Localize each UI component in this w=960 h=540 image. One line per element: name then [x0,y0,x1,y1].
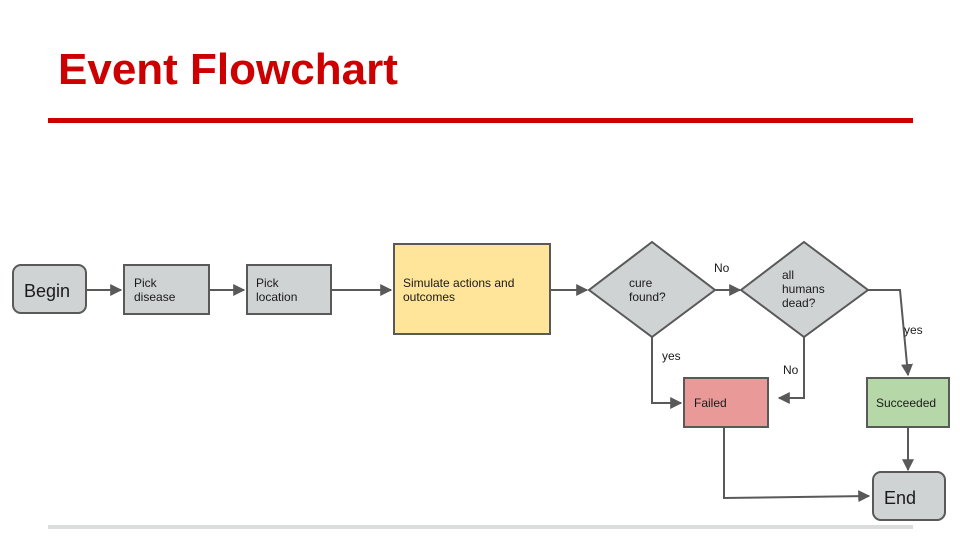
all-dead-shape [739,240,870,339]
page-title: Event Flowchart [58,45,398,94]
node-succeeded: Succeeded [866,377,950,428]
all-dead-no-label: No [783,363,799,377]
pick-disease-label-line-2: disease [134,290,176,304]
edge-all-dead-no [777,337,805,404]
edge-cure-found-yes [651,337,683,409]
node-all-dead: all humans dead? [739,240,870,339]
node-begin: Begin [12,264,87,314]
all-dead-label-line-1: all [782,268,794,282]
simulate-label-line-1: Simulate actions and [403,276,514,290]
succeeded-shape [866,377,950,428]
pick-disease-label-line-1: Pick [134,276,158,290]
title-divider [48,118,913,123]
footer-divider [48,525,913,529]
pick-location-shape [246,264,332,315]
node-cure-found: cure found? [587,240,717,339]
end-label: End [884,488,916,508]
cure-found-shape [587,240,717,339]
node-pick-location: Pick location [246,264,332,315]
succeeded-label: Succeeded [876,396,936,410]
cure-found-label-line-1: cure [629,276,653,290]
node-simulate: Simulate actions and outcomes [393,243,551,335]
failed-label: Failed [694,396,727,410]
pick-disease-shape [123,264,210,315]
begin-label: Begin [24,281,70,301]
edge-failed-to-end [723,427,871,503]
node-end: End [872,471,946,521]
edge-all-dead-yes [868,289,913,377]
cure-found-yes-label: yes [662,349,681,363]
simulate-label-line-2: outcomes [403,290,455,304]
all-dead-label-line-3: dead? [782,296,816,310]
all-dead-label-line-2: humans [782,282,825,296]
failed-shape [683,377,769,428]
node-failed: Failed [683,377,769,428]
pick-location-label-line-2: location [256,290,297,304]
node-pick-disease: Pick disease [123,264,210,315]
edges [87,284,914,503]
pick-location-label-line-1: Pick [256,276,280,290]
end-shape [872,471,946,521]
simulate-shape [393,243,551,335]
cure-found-label-line-2: found? [629,290,666,304]
begin-shape [12,264,87,314]
all-dead-yes-label: yes [904,323,923,337]
cure-found-no-label: No [714,261,730,275]
